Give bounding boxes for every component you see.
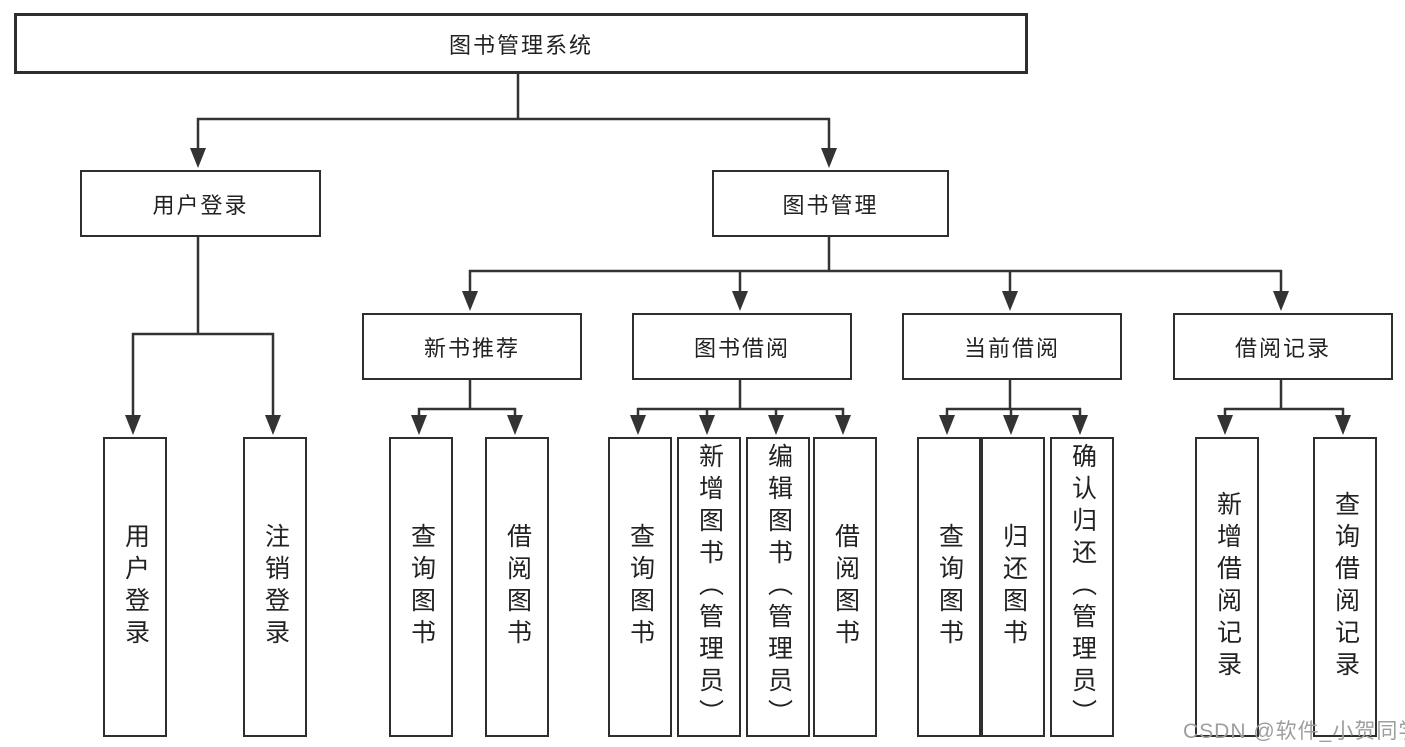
leaf-query-books-current-label: 查询图书 xyxy=(935,523,964,651)
leaf-query-books-current: 查询图书 xyxy=(917,437,981,737)
leaf-user-login-label: 用户登录 xyxy=(121,523,150,651)
node-book-borrow: 图书借阅 xyxy=(632,313,852,380)
leaf-edit-books-admin: 编辑图书（管理员） xyxy=(746,437,810,737)
node-user-login: 用户登录 xyxy=(80,170,321,237)
leaf-logout-label: 注销登录 xyxy=(261,523,290,651)
leaf-return-books: 归还图书 xyxy=(981,437,1045,737)
node-current-borrow: 当前借阅 xyxy=(902,313,1122,380)
leaf-user-login: 用户登录 xyxy=(103,437,167,737)
watermark-text: CSDN @软件_小贺同学 xyxy=(1183,720,1405,743)
node-new-book-recommend-label: 新书推荐 xyxy=(423,335,520,361)
leaf-borrow-books: 借阅图书 xyxy=(813,437,877,737)
root-node-library-system: 图书管理系统 xyxy=(14,13,1028,74)
node-borrow-records: 借阅记录 xyxy=(1173,313,1393,380)
node-book-borrow-label: 图书借阅 xyxy=(693,335,790,361)
leaf-add-borrow-record-label: 新增借阅记录 xyxy=(1213,491,1242,683)
arrowhead-icons xyxy=(125,148,1351,435)
leaf-borrow-books-label: 借阅图书 xyxy=(831,523,860,651)
node-current-borrow-label: 当前借阅 xyxy=(963,335,1060,361)
leaf-add-books-admin: 新增图书（管理员） xyxy=(677,437,741,737)
leaf-query-books-recommend-label: 查询图书 xyxy=(407,523,436,651)
node-user-login-label: 用户登录 xyxy=(152,192,249,218)
leaf-return-books-label: 归还图书 xyxy=(999,523,1028,651)
leaf-borrow-books-recommend: 借阅图书 xyxy=(485,437,549,737)
leaf-query-books-borrow: 查询图书 xyxy=(608,437,672,737)
node-new-book-recommend: 新书推荐 xyxy=(362,313,582,380)
node-book-management-label: 图书管理 xyxy=(782,192,879,218)
leaf-edit-books-admin-label: 编辑图书（管理员） xyxy=(764,443,793,731)
leaf-query-books-borrow-label: 查询图书 xyxy=(626,523,655,651)
root-node-label: 图书管理系统 xyxy=(448,32,593,58)
leaf-query-borrow-record-label: 查询借阅记录 xyxy=(1331,491,1360,683)
connector-lines xyxy=(131,68,1345,416)
node-book-management: 图书管理 xyxy=(712,170,949,237)
leaf-borrow-books-recommend-label: 借阅图书 xyxy=(503,523,532,651)
leaf-query-borrow-record: 查询借阅记录 xyxy=(1313,437,1377,737)
leaf-logout: 注销登录 xyxy=(243,437,307,737)
leaf-confirm-return-admin-label: 确认归还（管理员） xyxy=(1068,443,1097,731)
node-borrow-records-label: 借阅记录 xyxy=(1234,335,1331,361)
leaf-add-borrow-record: 新增借阅记录 xyxy=(1195,437,1259,737)
leaf-confirm-return-admin: 确认归还（管理员） xyxy=(1050,437,1114,737)
leaf-query-books-recommend: 查询图书 xyxy=(389,437,453,737)
leaf-add-books-admin-label: 新增图书（管理员） xyxy=(695,443,724,731)
